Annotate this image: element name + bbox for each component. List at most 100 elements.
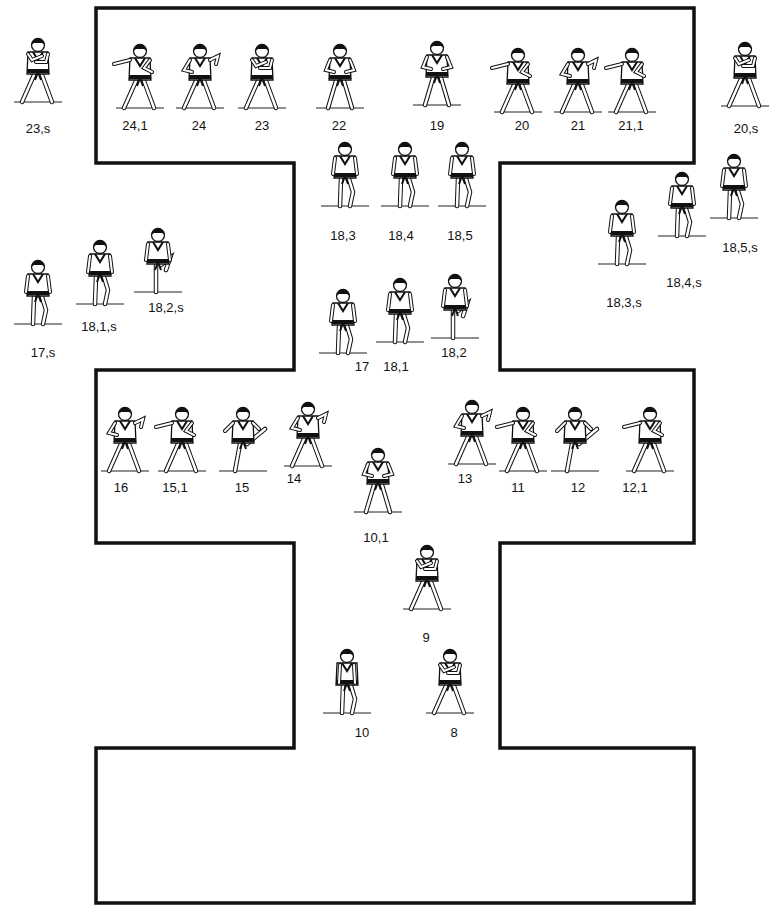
arm-fill — [744, 170, 746, 186]
leg — [441, 78, 449, 105]
arm-fill — [692, 188, 694, 204]
step-number: 17 — [355, 360, 369, 373]
step-number: 23 — [255, 119, 269, 132]
arm — [450, 158, 452, 174]
arm-fill — [252, 60, 266, 66]
hair — [569, 408, 582, 415]
arm — [632, 216, 634, 232]
arm-fill — [415, 158, 417, 174]
belt-tail — [337, 78, 343, 86]
belt-tail — [137, 78, 143, 86]
arm-fill — [588, 60, 596, 68]
leg-fill — [338, 326, 339, 353]
ground-line — [598, 263, 646, 264]
step-number: 24 — [192, 119, 206, 132]
leg — [342, 686, 343, 713]
leg-fill — [476, 437, 486, 464]
collar — [342, 663, 352, 671]
arm-fill — [135, 419, 143, 427]
step-number: 18,4,s — [666, 276, 701, 289]
practitioner-figure — [554, 49, 602, 113]
arm — [654, 423, 662, 435]
leg-fill — [502, 85, 514, 112]
arm — [355, 158, 357, 174]
practitioner-figure — [14, 39, 62, 103]
belt-tail — [647, 441, 653, 449]
leg-fill — [626, 237, 630, 264]
leg — [476, 437, 486, 464]
torso — [734, 56, 756, 78]
arm-fill — [388, 294, 390, 310]
belt-tail — [434, 75, 440, 83]
step-number: 18,2 — [441, 346, 466, 359]
leg — [186, 444, 196, 471]
head — [626, 49, 639, 62]
arm — [585, 423, 591, 429]
arm — [722, 170, 724, 186]
practitioner-figure — [426, 650, 474, 714]
practitioner-figure — [134, 229, 182, 293]
arm — [156, 423, 172, 427]
leg-fill — [42, 297, 46, 324]
head — [94, 241, 107, 254]
ground-line — [76, 303, 124, 304]
leg-fill — [382, 485, 390, 512]
leg — [42, 297, 46, 324]
arm-fill — [355, 158, 357, 174]
arm — [331, 305, 333, 321]
arm-fill — [353, 305, 355, 321]
leg-fill — [328, 81, 336, 108]
arm-fill — [417, 561, 431, 567]
hair — [134, 45, 147, 52]
leg-fill — [395, 315, 396, 342]
torso — [114, 421, 136, 443]
torso — [129, 58, 151, 80]
step-number: 18,1,s — [81, 320, 116, 333]
torso — [171, 421, 193, 443]
arm-fill — [425, 561, 437, 569]
belt-tail — [402, 176, 408, 184]
practitioner-figure — [431, 275, 479, 339]
practitioner-figure — [156, 408, 206, 472]
arm-fill — [423, 57, 431, 69]
arm-fill — [109, 423, 117, 435]
arm — [135, 419, 143, 427]
head — [444, 650, 457, 663]
leg — [404, 315, 408, 342]
step-number: 18,3 — [330, 229, 355, 242]
belt-tail — [340, 323, 346, 331]
ground-line — [319, 352, 367, 353]
step-number: 18,5 — [447, 229, 472, 242]
arm-fill — [393, 158, 395, 174]
collar — [303, 416, 313, 424]
collar — [467, 414, 477, 422]
arm-fill — [26, 276, 28, 292]
practitioner-figure — [316, 45, 364, 109]
ground-line — [219, 470, 267, 471]
step-number: 23,s — [26, 122, 51, 135]
ground-line — [438, 205, 486, 206]
hair — [256, 45, 269, 52]
arm-fill — [606, 64, 622, 68]
leg-fill — [129, 444, 139, 471]
hair — [466, 401, 479, 408]
arm — [318, 414, 326, 422]
step-number: 11 — [511, 481, 525, 494]
leg — [567, 444, 572, 471]
arm — [443, 57, 451, 69]
leg-fill — [349, 179, 353, 206]
step-number: 12 — [571, 481, 585, 494]
arm — [292, 418, 300, 430]
arm — [353, 305, 355, 321]
leg-fill — [634, 444, 646, 471]
hair — [119, 408, 132, 415]
head — [194, 45, 207, 58]
practitioner-figure — [176, 45, 224, 109]
step-number: 10 — [355, 726, 369, 739]
step-number: 8 — [450, 726, 457, 739]
torso — [611, 214, 633, 236]
arm-fill — [384, 464, 392, 476]
belt-tail — [197, 78, 203, 86]
arm-fill — [743, 58, 755, 66]
practitioner-figure — [497, 408, 547, 472]
